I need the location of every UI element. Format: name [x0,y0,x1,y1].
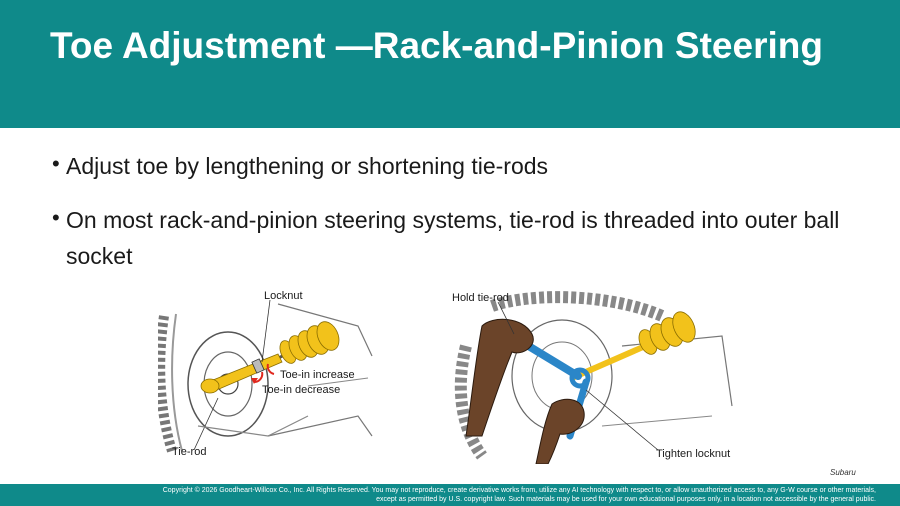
toe-in-decrease-label: Toe-in decrease [262,384,341,396]
bullet-text: Adjust toe by lengthening or shortening … [66,153,549,179]
bullet-list: • Adjust toe by lengthening or shortenin… [52,148,852,292]
locknut-label: Locknut [264,290,303,302]
bullet-item: • Adjust toe by lengthening or shortenin… [52,148,852,184]
bullet-dot-icon: • [52,151,60,176]
toe-in-increase-label: Toe-in increase [280,369,355,381]
image-credit: Subaru [830,468,856,477]
wrench-illustration: Hold tie-rod Tighten locknut [452,286,734,465]
bullet-text: On most rack-and-pinion steering systems… [66,207,840,269]
footer-bar: Copyright © 2026 Goodheart-Willcox Co., … [0,484,900,506]
title-bar: Toe Adjustment —Rack-and-Pinion Steering [0,0,900,128]
wrench-drawing [452,286,734,465]
copyright-notice: Copyright © 2026 Goodheart-Willcox Co., … [16,486,876,504]
tighten-locknut-label: Tighten locknut [656,448,731,460]
tie-rod-illustration: Locknut Toe-in increase Toe-in decrease … [155,286,374,462]
bullet-dot-icon: • [52,205,60,230]
slide-title: Toe Adjustment —Rack-and-Pinion Steering [50,25,823,66]
tie-rod-drawing [155,286,374,462]
copyright-line-1: Copyright © 2026 Goodheart-Willcox Co., … [162,487,876,494]
hold-tie-rod-label: Hold tie-rod [452,292,509,304]
tie-rod-label: Tie-rod [172,446,207,458]
bullet-item: • On most rack-and-pinion steering syste… [52,202,852,274]
copyright-line-2: except as permitted by U.S. copyright la… [376,496,876,503]
